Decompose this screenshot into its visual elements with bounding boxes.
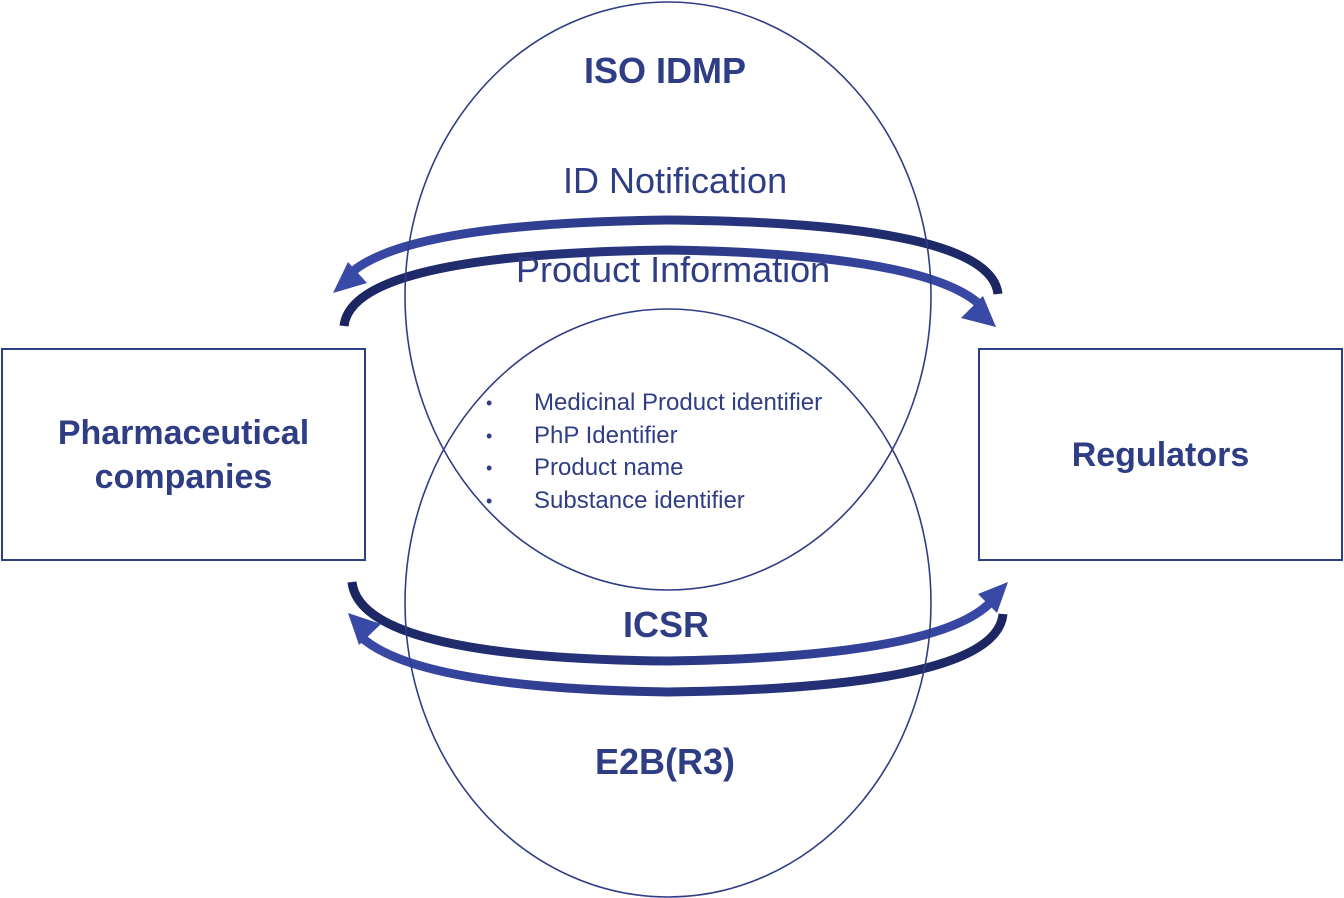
id-notification-label: ID Notification: [563, 160, 788, 201]
iso-idmp-title: ISO IDMP: [584, 50, 747, 91]
arrow-icsr-outbound: [347, 581, 1008, 666]
product-information-label: Product Information: [516, 249, 831, 290]
arrow-icsr-inbound: [348, 613, 1008, 697]
arrow-id-notification: [333, 215, 1003, 295]
list-item-text: Product name: [534, 454, 684, 481]
pharma-label-line1: Pharmaceutical: [57, 413, 310, 452]
iso-idmp-circle: [404, 1, 932, 591]
list-item-text: Medicinal Product identifier: [534, 389, 823, 416]
regulators-label: Regulators: [1071, 435, 1250, 474]
icsr-label: ICSR: [623, 604, 710, 645]
pharmaceutical-companies-label: Pharmaceutical companies: [58, 411, 309, 499]
list-item-text: PhP Identifier: [534, 421, 678, 449]
arrow-product-information: [339, 245, 996, 327]
pharma-label-line2: companies: [94, 457, 273, 496]
e2b-circle: [404, 308, 932, 898]
pharmaceutical-companies-box: Pharmaceutical companies: [1, 348, 366, 561]
e2b-r3-title: E2B(R3): [595, 741, 736, 782]
bullet-icon: •: [486, 425, 493, 446]
bullet-icon: •: [486, 490, 493, 511]
bullet-icon: •: [486, 393, 493, 413]
list-item-text: Substance identifier: [534, 486, 745, 514]
bullet-icon: •: [486, 458, 493, 478]
regulators-box: Regulators: [978, 348, 1343, 561]
